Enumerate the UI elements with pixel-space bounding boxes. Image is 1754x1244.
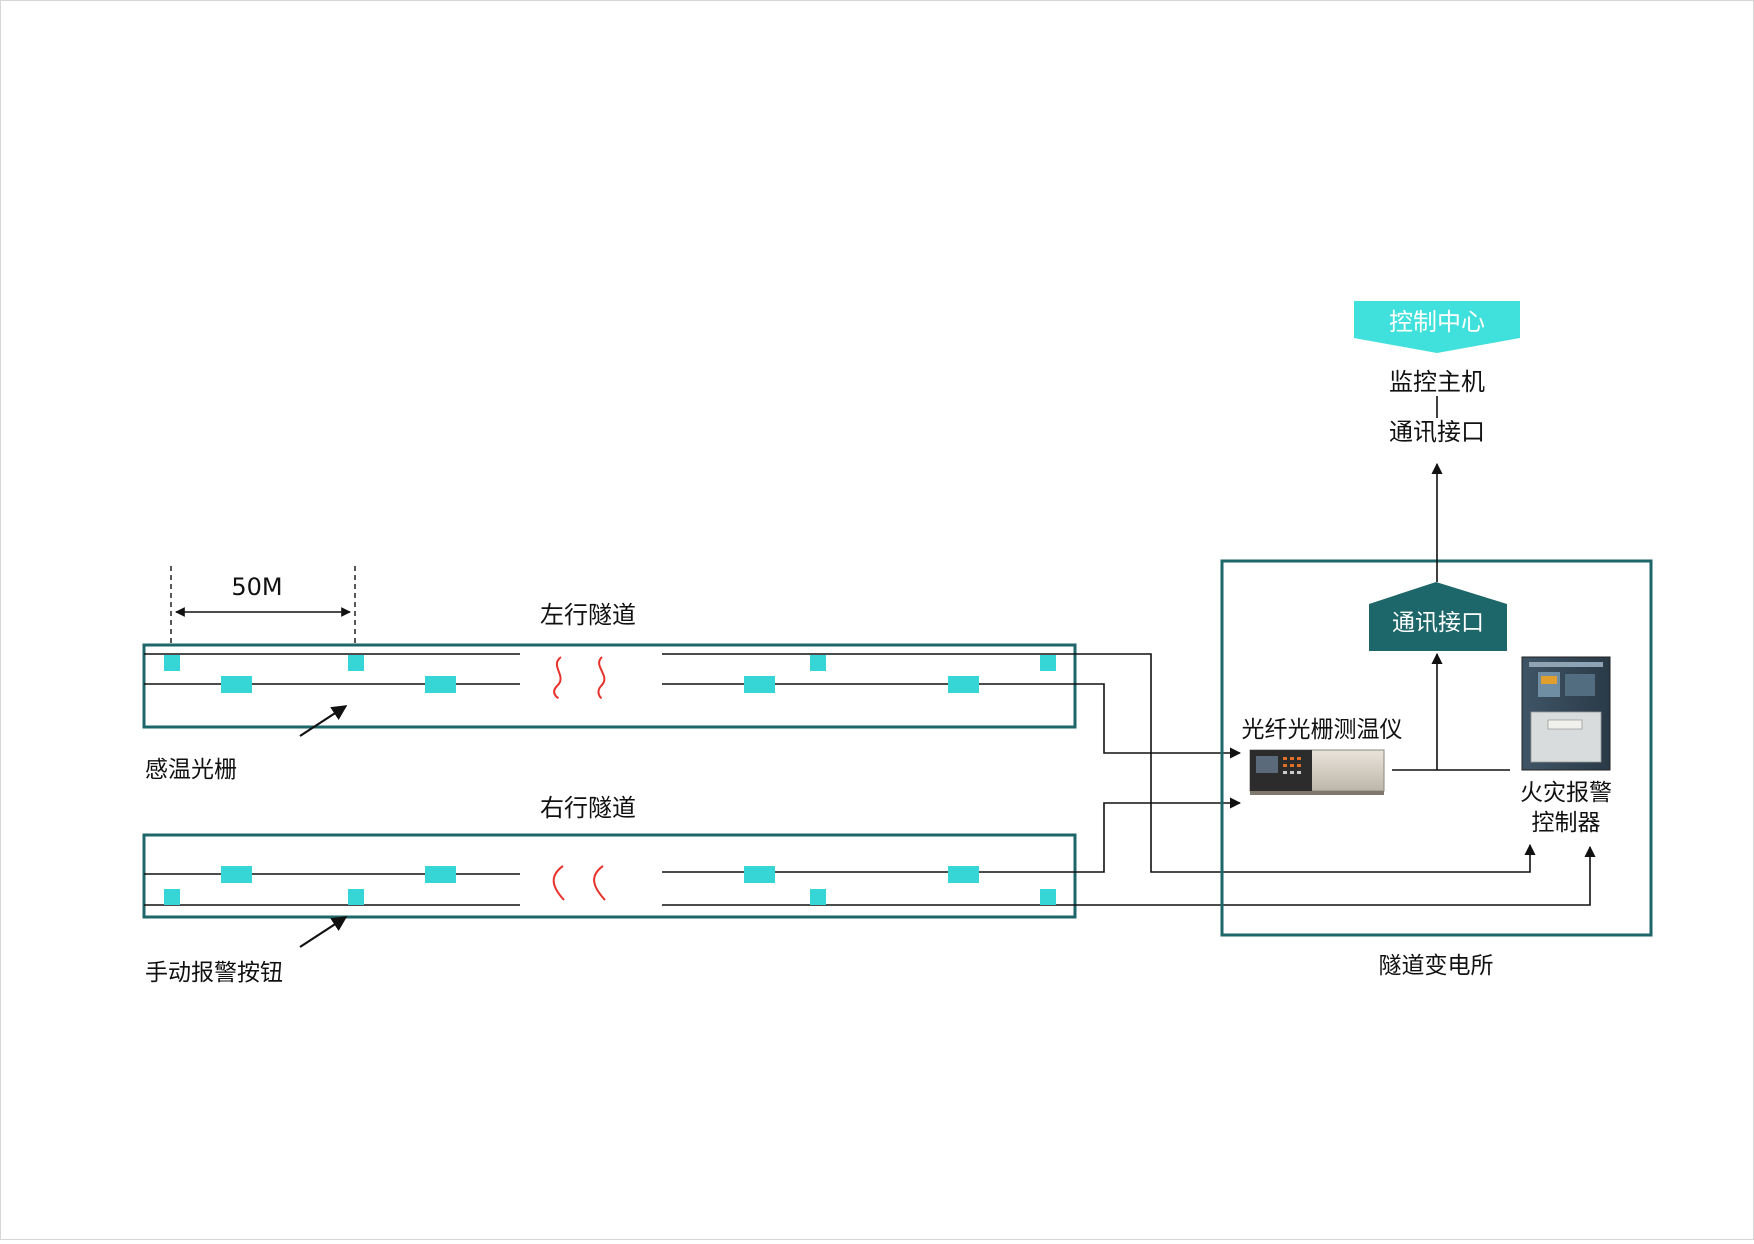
grating-sensor: [425, 676, 456, 693]
grating-sensor: [221, 676, 252, 693]
grating-sensor-label: 感温光栅: [145, 757, 237, 783]
right-tunnel: 右行隧道 手动报警按钮: [142, 794, 1077, 986]
fire-controller-label-line2: 控制器: [1532, 810, 1601, 836]
manual-alarm-button: [164, 655, 180, 671]
fire-controller-device: [1521, 656, 1611, 771]
left-button-line: [1075, 653, 1536, 873]
control-center-label: 控制中心: [1389, 308, 1485, 336]
grating-sensor: [221, 866, 252, 883]
heat-wave-icon: [597, 656, 606, 699]
manual-alarm-button: [810, 655, 826, 671]
right-tunnel-label: 右行隧道: [540, 794, 636, 822]
control-center-banner: [1354, 301, 1520, 353]
comm-interface-box-label: 通讯接口: [1392, 610, 1484, 636]
manual-alarm-button: [1040, 655, 1056, 671]
grating-sensor: [948, 866, 979, 883]
manual-alarm-button: [1040, 889, 1056, 905]
left-tunnel: 左行隧道 感温光栅: [142, 601, 1077, 783]
comm-interface-box: [1369, 582, 1507, 651]
manual-alarm-button: [348, 889, 364, 905]
heat-wave-icon: [553, 656, 562, 699]
substation: 隧道变电所 通讯接口 光纤光栅测温仪: [1220, 559, 1653, 979]
substation-label: 隧道变电所: [1379, 953, 1494, 979]
manual-alarm-button: [810, 889, 826, 905]
right-button-line: [1075, 845, 1596, 906]
heat-wave-icon: [552, 865, 565, 901]
left-grating-line: [1075, 683, 1242, 759]
grating-sensor: [744, 866, 775, 883]
left-tunnel-label: 左行隧道: [540, 601, 636, 629]
grating-sensor: [425, 866, 456, 883]
distance-dimension: 50M: [170, 566, 356, 643]
monitor-host-label: 监控主机: [1389, 368, 1485, 396]
right-tunnel-frame: [142, 833, 1077, 919]
heat-wave-icon: [593, 865, 606, 901]
fiber-meter-device: [1249, 749, 1385, 795]
manual-alarm-button: [164, 889, 180, 905]
fire-controller-label-line1: 火灾报警: [1520, 780, 1612, 806]
right-grating-line: [1075, 797, 1242, 873]
left-tunnel-frame: [142, 643, 1077, 729]
pointer-arrow-icon: [299, 916, 348, 948]
tunnel-connections: [1075, 653, 1596, 906]
distance-label: 50M: [231, 573, 282, 601]
grating-sensor: [948, 676, 979, 693]
manual-button-label: 手动报警按钮: [145, 960, 283, 986]
pointer-arrow-icon: [299, 705, 348, 737]
comm-interface-top-label: 通讯接口: [1389, 418, 1485, 446]
fiber-meter-label: 光纤光栅测温仪: [1242, 717, 1403, 743]
control-center: 控制中心 监控主机 通讯接口: [1354, 301, 1520, 446]
manual-alarm-button: [348, 655, 364, 671]
grating-sensor: [744, 676, 775, 693]
